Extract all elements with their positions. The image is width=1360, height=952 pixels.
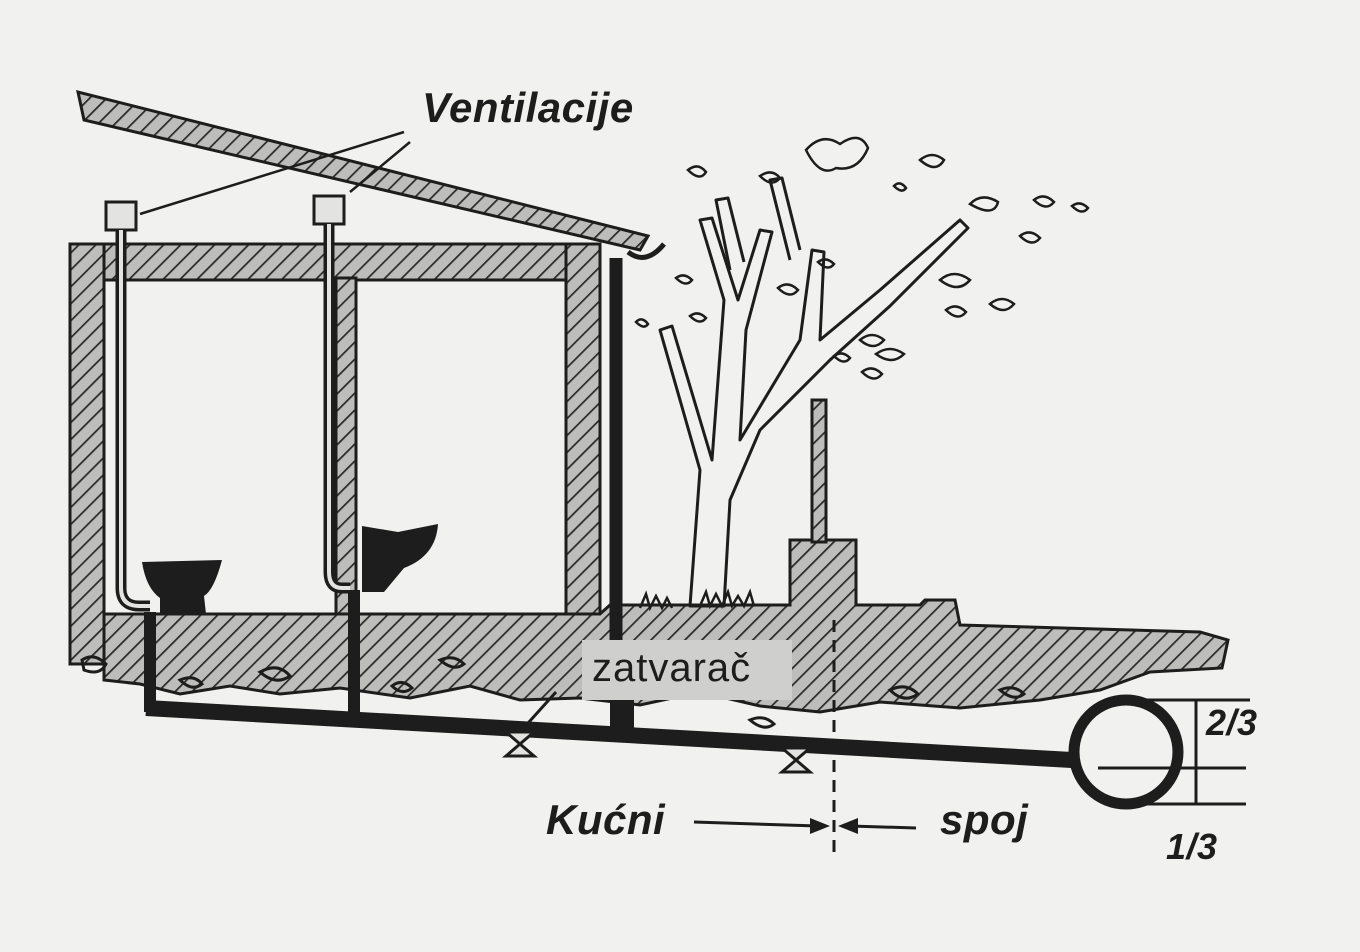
gutter (626, 242, 666, 260)
right-wall (564, 242, 602, 622)
toilet-left (142, 560, 222, 614)
vent-pipe-left (115, 230, 150, 612)
vent-pipe-right-inner (327, 224, 350, 590)
vent-cap-right (312, 194, 346, 226)
tree (658, 176, 970, 608)
connection-label: spoj (940, 796, 1029, 843)
vent-leader-2 (349, 141, 411, 193)
arrow-street-side (849, 824, 917, 830)
valve-label: zatvarač (592, 646, 752, 690)
vent-pipe-left-inner (119, 230, 150, 608)
vent-cap-left (104, 200, 138, 232)
grass (638, 588, 756, 612)
house-side-label: Kućni (546, 796, 666, 843)
arrow-house-side (693, 820, 819, 828)
valve-manhole (610, 700, 634, 732)
lower-fraction-label: 1/3 (1166, 826, 1218, 867)
street-sewer (1068, 694, 1184, 810)
valve-stem (518, 690, 558, 734)
house-sewer-pipe (145, 700, 1073, 768)
arrow-head-left (838, 818, 858, 834)
inspection-post (810, 398, 828, 544)
arrow-head-right (810, 818, 830, 834)
ceiling-slab (68, 242, 602, 282)
roof-slab (76, 89, 651, 252)
valve-right (777, 746, 815, 774)
vent-leader-1 (139, 130, 405, 216)
tree-leaves (634, 136, 1090, 380)
toilet-right (362, 524, 438, 592)
valve-label-background (582, 640, 792, 700)
left-wall (68, 242, 106, 666)
ground-debris (80, 655, 1027, 729)
upper-fraction-label: 2/3 (1206, 702, 1258, 743)
ground (102, 538, 1230, 714)
middle-wall (334, 276, 358, 620)
valve-left (501, 730, 539, 758)
ventilation-label: Ventilacije (422, 84, 634, 131)
